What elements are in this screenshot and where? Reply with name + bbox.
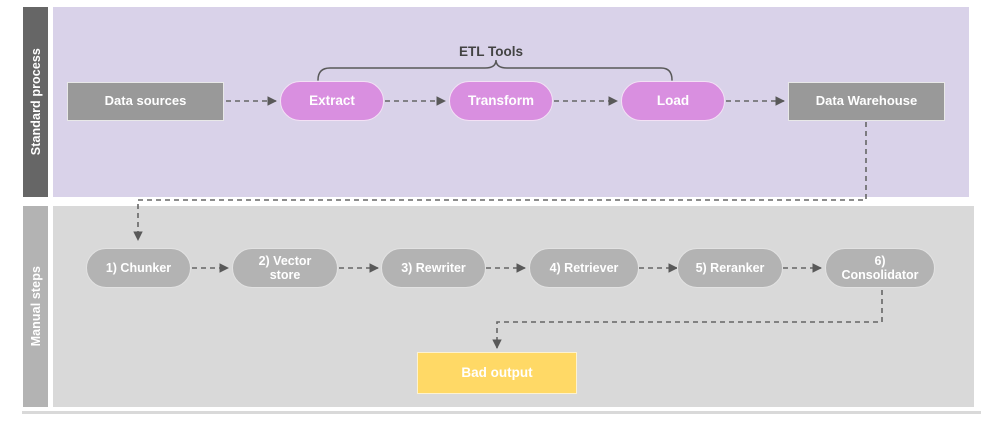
node-step-2-label-line2: store [269,268,301,282]
bottom-divider-rule [22,411,981,414]
node-step-4-retriever[interactable]: 4) Retriever [529,248,639,288]
etl-tools-label: ETL Tools [459,44,523,59]
node-step-2-label-line1: 2) Vector [258,254,312,268]
node-data-sources[interactable]: Data sources [67,82,224,121]
node-step-3-label: 3) Rewriter [401,261,466,275]
node-step-6-label: 6) Consolidator [841,254,918,282]
node-extract[interactable]: Extract [280,81,384,121]
node-step-5-reranker[interactable]: 5) Reranker [677,248,783,288]
node-step-6-label-line2: Consolidator [841,268,919,282]
lane-label-standard-process-text: Standard process [28,48,43,156]
node-transform[interactable]: Transform [449,81,553,121]
lane-label-manual-steps: Manual steps [22,205,49,408]
node-data-warehouse[interactable]: Data Warehouse [788,82,945,121]
node-data-warehouse-label: Data Warehouse [815,93,918,109]
node-step-2-label: 2) Vector store [259,254,312,282]
node-step-6-consolidator[interactable]: 6) Consolidator [825,248,935,288]
lane-label-standard-process: Standard process [22,6,49,198]
node-transform-label: Transform [467,93,535,109]
node-step-2-vector-store[interactable]: 2) Vector store [232,248,338,288]
node-step-3-rewriter[interactable]: 3) Rewriter [381,248,486,288]
node-step-6-label-line1: 6) [874,254,886,268]
node-data-sources-label: Data sources [104,93,187,109]
node-bad-output[interactable]: Bad output [417,352,577,394]
node-step-5-label: 5) Reranker [695,261,765,275]
node-load[interactable]: Load [621,81,725,121]
node-bad-output-label: Bad output [461,365,533,381]
node-step-4-label: 4) Retriever [549,261,619,275]
node-step-1-label: 1) Chunker [105,261,172,275]
node-step-1-chunker[interactable]: 1) Chunker [86,248,191,288]
lane-label-manual-steps-text: Manual steps [28,266,43,347]
node-extract-label: Extract [309,93,355,109]
node-load-label: Load [656,93,690,109]
